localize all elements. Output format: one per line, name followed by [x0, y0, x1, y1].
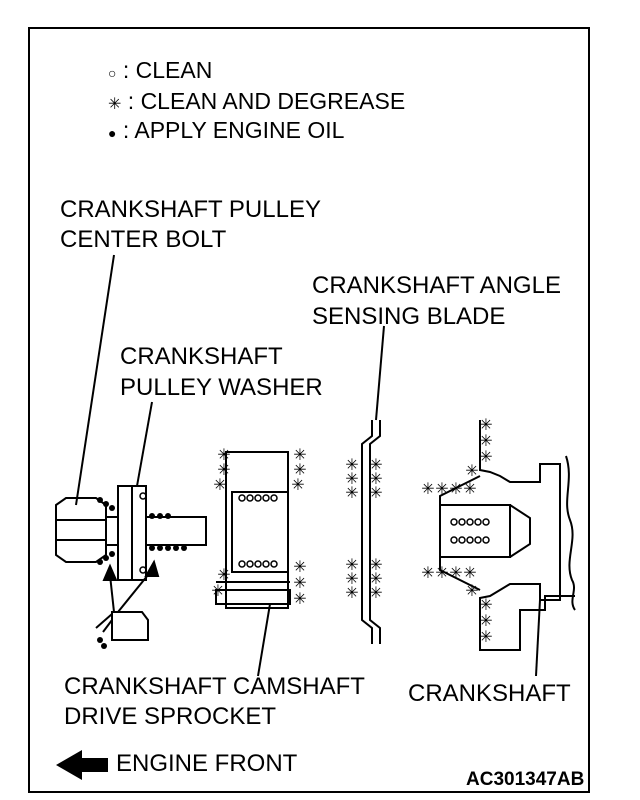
svg-text:✳: ✳ — [345, 569, 358, 588]
svg-text:✳: ✳ — [479, 595, 492, 614]
label-sprocket-line2: DRIVE SPROCKET — [64, 703, 277, 730]
svg-text:✳: ✳ — [465, 581, 478, 600]
angle-sensing-blade — [361, 420, 381, 644]
svg-text:✳: ✳ — [421, 479, 434, 498]
svg-text:✳: ✳ — [369, 469, 382, 488]
label-center-bolt-line2: CENTER BOLT — [60, 226, 227, 253]
svg-text:✳: ✳ — [217, 445, 230, 464]
svg-text:✳: ✳ — [345, 469, 358, 488]
figure-frame — [28, 27, 590, 793]
svg-text:✳: ✳ — [479, 415, 492, 434]
svg-text:✳: ✳ — [345, 483, 358, 502]
svg-text:✳: ✳ — [463, 479, 476, 498]
legend-clean-text: : CLEAN — [122, 57, 213, 83]
filled-dot-icon: ● — [108, 125, 117, 141]
legend-degrease-text: : CLEAN AND DEGREASE — [127, 88, 406, 114]
open-circle-icon: ○ — [108, 65, 117, 81]
svg-text:✳: ✳ — [449, 479, 462, 498]
label-center-bolt-line1: CRANKSHAFT PULLEY — [60, 196, 321, 223]
svg-text:✳: ✳ — [369, 569, 382, 588]
svg-text:✳: ✳ — [463, 563, 476, 582]
engine-front-label: ENGINE FRONT — [116, 750, 298, 777]
label-angle-blade-line1: CRANKSHAFT ANGLE — [312, 272, 561, 299]
svg-text:✳: ✳ — [211, 581, 224, 600]
legend-clean: ○ : CLEAN — [108, 57, 212, 87]
svg-text:✳: ✳ — [291, 475, 304, 494]
svg-text:✳: ✳ — [217, 565, 230, 584]
svg-text:✳: ✳ — [293, 460, 306, 479]
svg-text:✳: ✳ — [479, 447, 492, 466]
asterisk-icon: ✳ — [108, 96, 122, 113]
svg-text:✳: ✳ — [369, 583, 382, 602]
svg-text:✳: ✳ — [345, 583, 358, 602]
label-crankshaft: CRANKSHAFT — [408, 680, 571, 707]
legend-degrease: ✳ : CLEAN AND DEGREASE — [108, 88, 405, 118]
label-pulley-washer-line1: CRANKSHAFT — [120, 343, 283, 370]
svg-text:✳: ✳ — [213, 475, 226, 494]
svg-text:✳: ✳ — [369, 455, 382, 474]
label-angle-blade-line2: SENSING BLADE — [312, 303, 506, 330]
svg-text:✳: ✳ — [293, 557, 306, 576]
label-sprocket-line1: CRANKSHAFT CAMSHAFT — [64, 673, 365, 700]
svg-text:✳: ✳ — [217, 460, 230, 479]
bolt-head — [55, 497, 107, 563]
svg-text:✳: ✳ — [449, 563, 462, 582]
svg-text:✳: ✳ — [345, 455, 358, 474]
svg-text:✳: ✳ — [293, 573, 306, 592]
legend-oil: ● : APPLY ENGINE OIL — [108, 117, 344, 147]
drive-sprocket — [225, 451, 289, 609]
svg-text:✳: ✳ — [293, 445, 306, 464]
engine-front-arrow — [56, 750, 108, 780]
svg-text:✳: ✳ — [479, 431, 492, 450]
svg-text:✳: ✳ — [369, 555, 382, 574]
svg-text:✳: ✳ — [421, 563, 434, 582]
svg-text:✳: ✳ — [435, 563, 448, 582]
label-pulley-washer-line2: PULLEY WASHER — [120, 374, 323, 401]
oil-can — [95, 611, 149, 641]
svg-text:✳: ✳ — [435, 479, 448, 498]
figure-code: AC301347AB — [466, 769, 585, 790]
svg-text:✳: ✳ — [369, 483, 382, 502]
crankshaft — [479, 420, 575, 651]
svg-text:✳: ✳ — [465, 461, 478, 480]
svg-text:✳: ✳ — [293, 589, 306, 608]
legend-oil-text: : APPLY ENGINE OIL — [122, 117, 345, 143]
svg-text:✳: ✳ — [479, 627, 492, 646]
svg-text:✳: ✳ — [479, 611, 492, 630]
svg-text:✳: ✳ — [345, 555, 358, 574]
